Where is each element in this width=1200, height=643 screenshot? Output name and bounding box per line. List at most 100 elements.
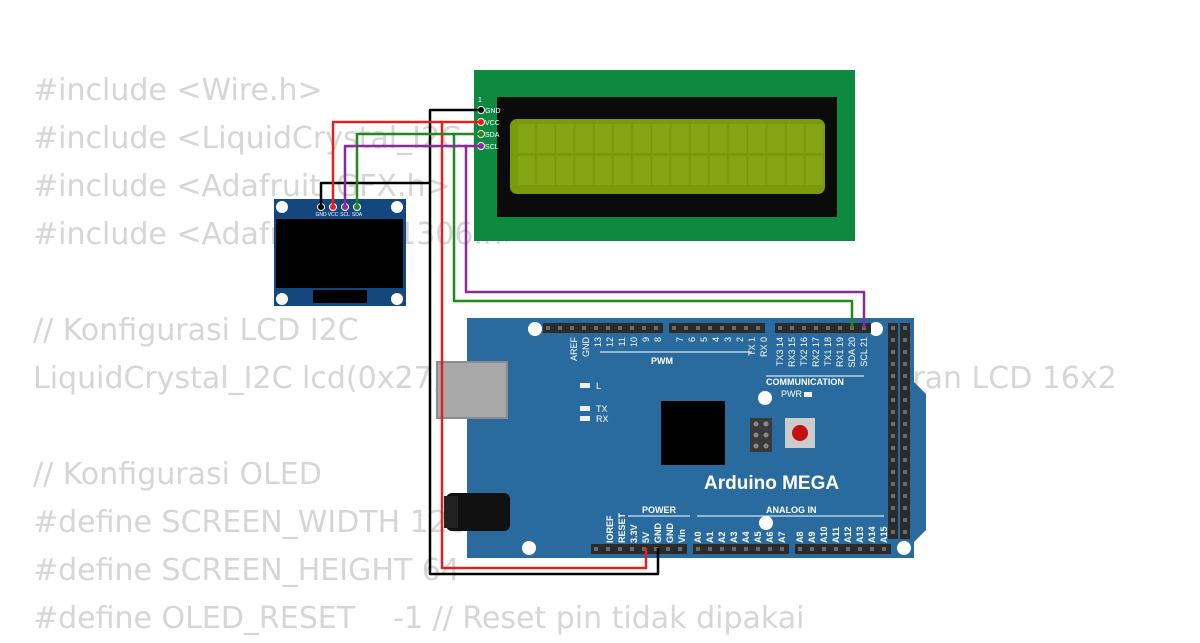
header-pin[interactable] (720, 326, 724, 330)
header-pin[interactable] (696, 326, 700, 330)
header-pin[interactable] (891, 470, 895, 474)
header-pin[interactable] (558, 326, 562, 330)
header-pin[interactable] (891, 350, 895, 354)
header-pin[interactable] (642, 547, 646, 551)
header-pin[interactable] (903, 350, 907, 354)
header-pin[interactable] (546, 326, 550, 330)
header-pin[interactable] (582, 326, 586, 330)
header-pin[interactable] (630, 547, 634, 551)
header-pin[interactable] (903, 506, 907, 510)
header-pin[interactable] (618, 547, 622, 551)
header-pin[interactable] (882, 547, 886, 551)
header-pin[interactable] (594, 326, 598, 330)
header-pin[interactable] (826, 326, 830, 330)
header-pin[interactable] (642, 326, 646, 330)
header-pin[interactable] (732, 547, 736, 551)
header-pin[interactable] (756, 326, 760, 330)
header-pin[interactable] (720, 547, 724, 551)
header-pin[interactable] (891, 482, 895, 486)
oled-vcc-wire[interactable] (331, 120, 442, 209)
header-pin[interactable] (768, 547, 772, 551)
header-pin[interactable] (891, 518, 895, 522)
header-pin[interactable] (903, 398, 907, 402)
oled-gnd-wire[interactable] (319, 181, 430, 209)
header-pin[interactable] (618, 326, 622, 330)
header-pin[interactable] (756, 547, 760, 551)
sda-wire[interactable] (452, 132, 854, 328)
vcc-wire[interactable] (440, 120, 648, 570)
header-pin[interactable] (570, 326, 574, 330)
arduino-mega-board[interactable]: PWR L TX RX Arduino MEGA PWM COMMUNICATI… (436, 318, 926, 558)
header-pin[interactable] (630, 326, 634, 330)
header-pin[interactable] (654, 547, 658, 551)
header-pin[interactable] (834, 547, 838, 551)
header-pin[interactable] (891, 362, 895, 366)
header-pin[interactable] (594, 547, 598, 551)
header-pin[interactable] (708, 547, 712, 551)
header-pin[interactable] (684, 326, 688, 330)
header-pin[interactable] (678, 547, 682, 551)
header-pin[interactable] (696, 547, 700, 551)
header-pin[interactable] (903, 518, 907, 522)
header-pin[interactable] (891, 326, 895, 330)
header-pin[interactable] (903, 422, 907, 426)
header-pin[interactable] (903, 410, 907, 414)
oled-scl-wire[interactable] (343, 144, 466, 209)
header-pin[interactable] (891, 434, 895, 438)
header-pin[interactable] (891, 410, 895, 414)
scl-wire[interactable] (464, 144, 866, 328)
header-pin[interactable] (666, 547, 670, 551)
header-pin[interactable] (891, 386, 895, 390)
header-pin[interactable] (891, 338, 895, 342)
header-pin[interactable] (903, 446, 907, 450)
header-pin[interactable] (891, 398, 895, 402)
header-pin[interactable] (838, 326, 842, 330)
header-pin[interactable] (858, 547, 862, 551)
header-pin[interactable] (732, 326, 736, 330)
header-pin[interactable] (822, 547, 826, 551)
header-pin[interactable] (744, 547, 748, 551)
header-pin[interactable] (802, 326, 806, 330)
header-pin[interactable] (870, 547, 874, 551)
header-pin[interactable] (903, 386, 907, 390)
pin-header-strip (775, 323, 871, 333)
header-pin[interactable] (778, 326, 782, 330)
header-pin[interactable] (891, 446, 895, 450)
header-pin[interactable] (903, 326, 907, 330)
header-pin[interactable] (780, 547, 784, 551)
header-pin[interactable] (903, 338, 907, 342)
header-pin[interactable] (903, 494, 907, 498)
header-pin[interactable] (790, 326, 794, 330)
header-pin[interactable] (606, 547, 610, 551)
header-pin[interactable] (798, 547, 802, 551)
lcd-char-cell (806, 156, 823, 185)
header-pin[interactable] (744, 326, 748, 330)
header-pin[interactable] (810, 547, 814, 551)
header-pin[interactable] (891, 458, 895, 462)
header-pin[interactable] (606, 326, 610, 330)
header-pin[interactable] (903, 434, 907, 438)
header-pin[interactable] (891, 374, 895, 378)
header-pin[interactable] (708, 326, 712, 330)
header-pin[interactable] (903, 374, 907, 378)
header-pin[interactable] (891, 506, 895, 510)
dc-barrel-jack-front (444, 496, 458, 528)
analog-pin-label: A3 (729, 531, 739, 543)
header-pin[interactable] (903, 482, 907, 486)
header-pin[interactable] (672, 326, 676, 330)
reset-button[interactable] (792, 425, 808, 441)
oled-sda-wire[interactable] (355, 132, 454, 209)
header-pin[interactable] (903, 458, 907, 462)
gnd-wire[interactable] (428, 108, 660, 576)
header-pin[interactable] (891, 422, 895, 426)
header-pin[interactable] (654, 326, 658, 330)
header-pin[interactable] (903, 470, 907, 474)
header-pin[interactable] (891, 530, 895, 534)
header-pin[interactable] (903, 530, 907, 534)
header-pin[interactable] (814, 326, 818, 330)
header-pin[interactable] (846, 547, 850, 551)
header-pin[interactable] (891, 494, 895, 498)
header-pin[interactable] (903, 362, 907, 366)
